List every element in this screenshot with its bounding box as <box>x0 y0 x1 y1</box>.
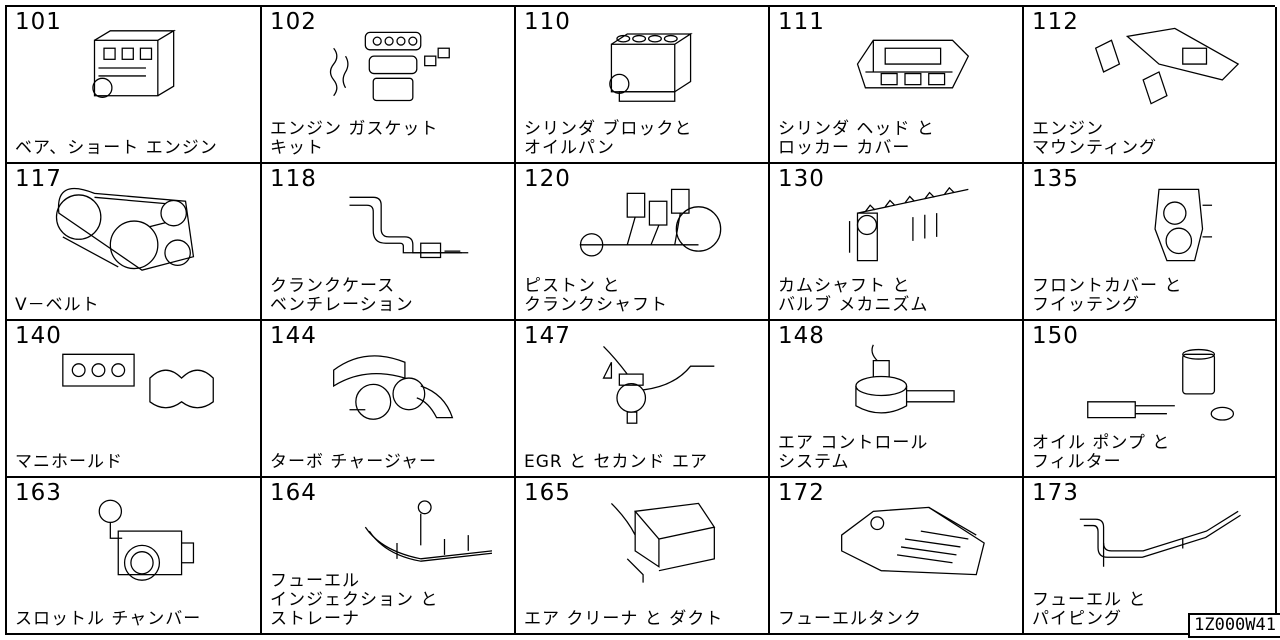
part-number: 173 <box>1032 480 1079 506</box>
manifold-icon <box>47 329 237 439</box>
oil-pump-filter-icon <box>1064 329 1254 439</box>
part-number: 111 <box>778 9 825 35</box>
part-label: EGR と セカンド エア <box>524 452 708 472</box>
part-label: エア コントロール システム <box>778 433 929 472</box>
part-cell-118[interactable]: 118 クランクケース ベンチレーション <box>262 164 516 321</box>
part-cell-140[interactable]: 140 マニホールド <box>7 321 262 478</box>
fuel-injection-icon <box>302 486 493 596</box>
part-label: ベア、ショート エンジン <box>15 138 218 158</box>
short-engine-icon <box>47 15 237 125</box>
part-label: シリンダ ヘッド と ロッカー カバー <box>778 119 935 158</box>
part-number: 112 <box>1032 9 1079 35</box>
part-cell-135[interactable]: 135 フロントカバー と フイッテング <box>1024 164 1277 321</box>
part-cell-102[interactable]: 102 エンジン ガスケット キット <box>262 7 516 164</box>
part-label: フューエル インジェクション と ストレーナ <box>270 571 439 629</box>
parts-index-grid: 101 ベア、ショート エンジン 102 エンジン ガスケット キット 110 シリンダ … <box>5 5 1277 635</box>
piston-crankshaft-icon <box>556 172 746 282</box>
part-number: 150 <box>1032 323 1079 349</box>
part-cell-112[interactable]: 112 エンジン マウンティング <box>1024 7 1277 164</box>
part-label: クランクケース ベンチレーション <box>270 276 414 315</box>
part-label: ピストン と クランクシャフト <box>524 276 668 315</box>
part-label: フロントカバー と フイッテング <box>1032 276 1183 315</box>
part-number: 135 <box>1032 166 1079 192</box>
part-label: オイル ポンプ と フィルター <box>1032 433 1171 472</box>
part-label: エア クリーナ と ダクト <box>524 609 724 629</box>
throttle-chamber-icon <box>47 486 237 596</box>
part-label: フューエル と パイピング <box>1032 590 1147 629</box>
part-label: スロットル チャンバー <box>15 609 202 629</box>
fuel-piping-icon <box>1064 486 1254 596</box>
part-number: 110 <box>524 9 571 35</box>
cylinder-head-icon <box>810 15 1000 125</box>
part-label: フューエルタンク <box>778 609 922 629</box>
part-cell-144[interactable]: 144 ターボ チャージャー <box>262 321 516 478</box>
part-number: 117 <box>15 166 62 192</box>
gasket-kit-icon <box>302 15 492 125</box>
part-cell-165[interactable]: 165 エア クリーナ と ダクト <box>516 478 770 635</box>
part-cell-173[interactable]: 173 フューエル と パイピング <box>1024 478 1277 635</box>
part-label: ターボ チャージャー <box>270 452 438 472</box>
engine-mount-icon <box>1064 15 1254 125</box>
part-number: 148 <box>778 323 825 349</box>
part-number: 165 <box>524 480 571 506</box>
part-label: エンジン ガスケット キット <box>270 119 439 158</box>
crankcase-vent-icon <box>302 172 492 282</box>
part-cell-150[interactable]: 150 オイル ポンプ と フィルター <box>1024 321 1277 478</box>
part-number: 172 <box>778 480 825 506</box>
part-cell-172[interactable]: 172 フューエルタンク <box>770 478 1024 635</box>
turbocharger-icon <box>302 329 492 439</box>
part-cell-163[interactable]: 163 スロットル チャンバー <box>7 478 262 635</box>
part-number: 102 <box>270 9 317 35</box>
part-cell-101[interactable]: 101 ベア、ショート エンジン <box>7 7 262 164</box>
part-cell-130[interactable]: 130 カムシャフト と バルブ メカニズム <box>770 164 1024 321</box>
part-cell-110[interactable]: 110 シリンダ ブロックと オイルパン <box>516 7 770 164</box>
part-number: 163 <box>15 480 62 506</box>
part-cell-120[interactable]: 120 ピストン と クランクシャフト <box>516 164 770 321</box>
egr-valve-icon <box>556 329 746 439</box>
part-number: 118 <box>270 166 317 192</box>
part-number: 140 <box>15 323 62 349</box>
part-label: エンジン マウンティング <box>1032 119 1157 158</box>
part-number: 101 <box>15 9 62 35</box>
cylinder-block-icon <box>556 15 746 125</box>
front-cover-icon <box>1064 172 1254 282</box>
part-cell-148[interactable]: 148 エア コントロール システム <box>770 321 1024 478</box>
v-belt-icon <box>47 172 237 282</box>
part-label: カムシャフト と バルブ メカニズム <box>778 276 929 315</box>
camshaft-valve-icon <box>810 172 1000 282</box>
part-cell-111[interactable]: 111 シリンダ ヘッド と ロッカー カバー <box>770 7 1024 164</box>
part-number: 120 <box>524 166 571 192</box>
part-number: 130 <box>778 166 825 192</box>
part-number: 144 <box>270 323 317 349</box>
part-number: 164 <box>270 480 317 506</box>
part-number: 147 <box>524 323 571 349</box>
part-cell-164[interactable]: 164 フューエル インジェクション と ストレーナ <box>262 478 516 635</box>
fuel-tank-icon <box>810 486 1000 596</box>
part-label: シリンダ ブロックと オイルパン <box>524 119 693 158</box>
figure-code: 1Z000W41 <box>1188 613 1280 638</box>
air-cleaner-icon <box>556 486 746 596</box>
air-control-icon <box>810 329 1000 439</box>
part-label: マニホールド <box>15 452 123 472</box>
part-label: V－ベルト <box>15 295 100 315</box>
